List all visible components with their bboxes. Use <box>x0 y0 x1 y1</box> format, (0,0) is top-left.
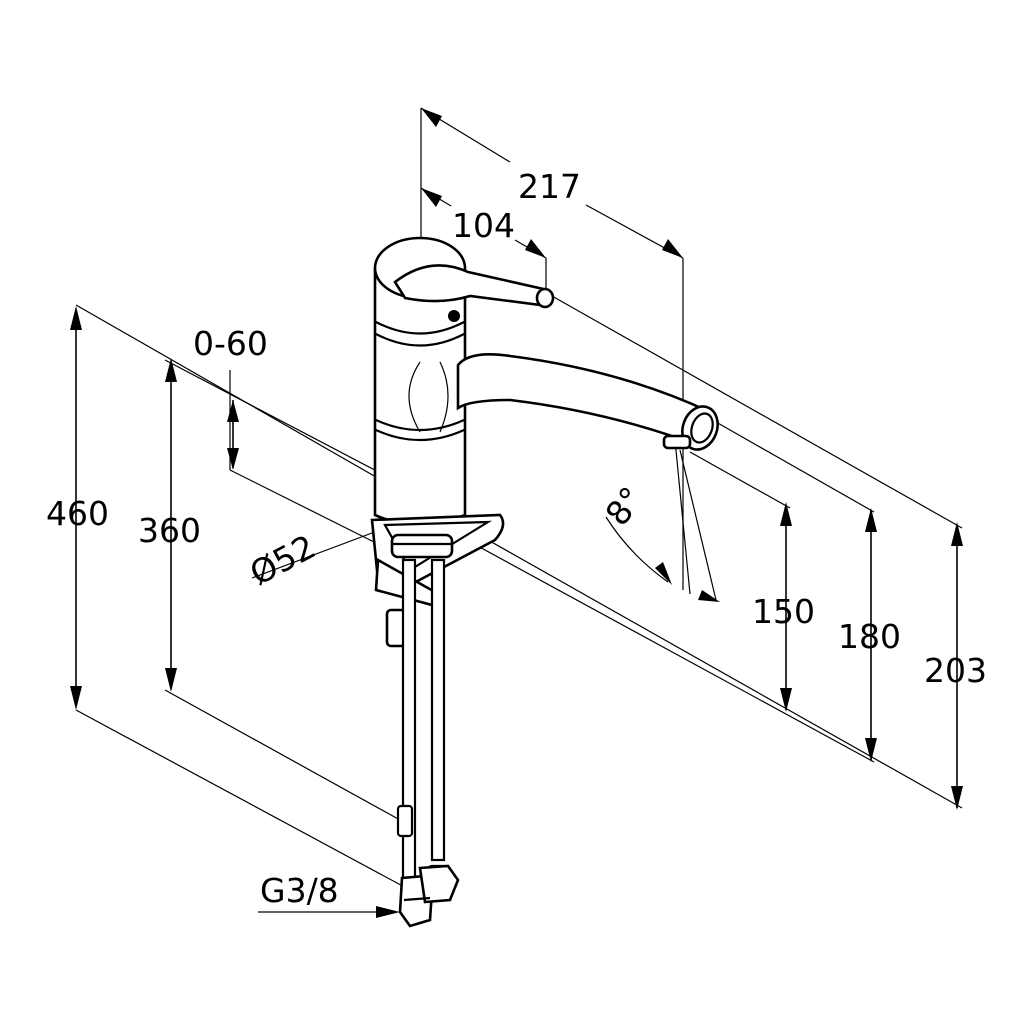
dim-217: 217 <box>518 167 581 206</box>
dim-angle-8: 8° <box>598 479 652 533</box>
dim-460: 460 <box>46 494 109 533</box>
arrowheads <box>70 108 963 918</box>
dim-203: 203 <box>924 651 987 690</box>
dim-diameter-52: Ø52 <box>243 527 321 593</box>
dimension-labels: 217 104 0-60 Ø52 460 360 8° 150 180 203 … <box>46 167 987 910</box>
supply-hoses <box>396 558 460 928</box>
dim-150: 150 <box>752 592 815 631</box>
dim-thread-g3-8: G3/8 <box>260 871 339 910</box>
dim-180: 180 <box>838 617 901 656</box>
dim-104: 104 <box>452 206 515 245</box>
dim-360: 360 <box>138 511 201 550</box>
dim-0-60: 0-60 <box>193 324 268 363</box>
dimension-lines <box>75 107 963 913</box>
